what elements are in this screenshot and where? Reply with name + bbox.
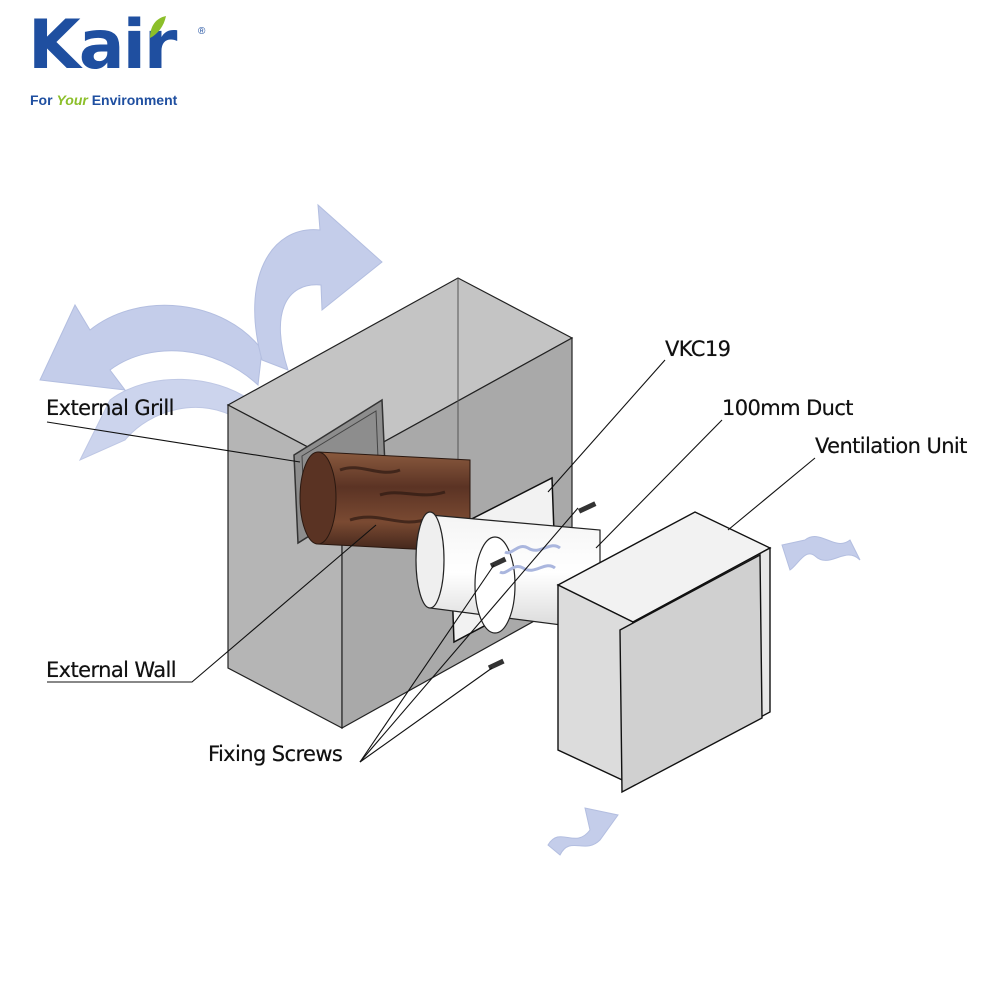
leader-screw-3 [359,667,493,763]
screw [577,501,597,514]
outflow-arrow-left [39,303,263,391]
tagline-prefix: For [30,92,57,108]
ventilation-unit [556,511,772,794]
screw [487,658,505,671]
inflow-arrows [547,536,861,856]
tagline-suffix: Environment [87,92,178,108]
leaf-icon [150,16,166,38]
registered-mark: ® [198,26,206,37]
logo-brand: Kair [28,6,177,85]
label-100mm-duct: 100mm Duct [722,396,854,420]
leader-unit [727,457,816,531]
outflow-arrow-right [254,203,383,371]
leader-duct [595,419,723,549]
kair-logo: Kair ® For Your Environment [28,6,218,109]
inflow-arrow-bottom [547,807,619,856]
logo-tagline: For Your Environment [30,92,177,108]
leader-screw-2 [359,564,495,763]
label-vkc19: VKC19 [665,337,731,361]
leader-vkc19 [547,359,666,493]
tagline-highlight: Your [56,92,88,108]
duct-airflow-arrows [499,544,561,575]
leader-grill [46,421,301,463]
leader-wall [47,524,377,683]
leader-lines [46,359,816,763]
label-external-wall: External Wall [46,658,177,682]
outflow-arrow-lower [78,378,251,462]
outflow-arrows [39,203,383,462]
label-external-grill: External Grill [46,396,174,420]
unit-front-panel [619,553,763,794]
inflow-arrow-right [781,536,861,571]
leader-screw-1 [359,507,579,763]
label-ventilation-unit: Ventilation Unit [815,434,967,458]
label-fixing-screws: Fixing Screws [208,742,343,766]
